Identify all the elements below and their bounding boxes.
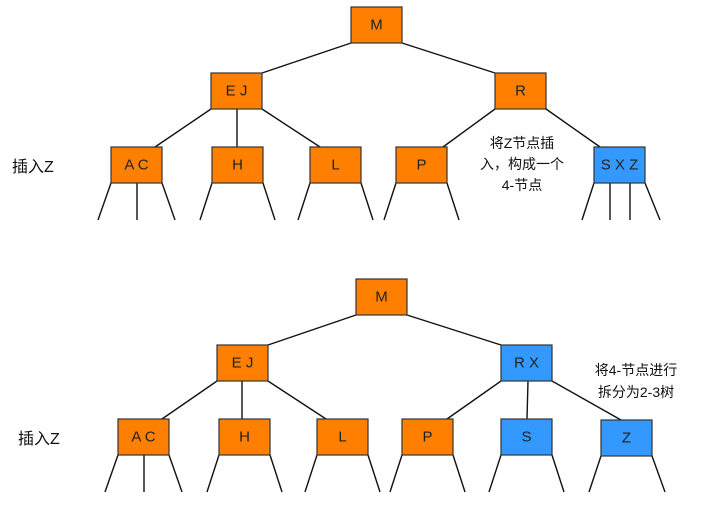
node-box bbox=[494, 72, 547, 110]
top-side-label: 插入Z bbox=[12, 158, 54, 176]
node-label: M bbox=[375, 289, 388, 306]
node-label: P bbox=[422, 429, 432, 446]
tree-edge bbox=[97, 182, 112, 221]
node-label: E J bbox=[232, 355, 254, 372]
tree-edge bbox=[526, 380, 529, 420]
tree-edge bbox=[360, 182, 374, 221]
top-note-line-1: 将Z节点插 bbox=[490, 135, 555, 151]
node-label: A C bbox=[124, 157, 148, 174]
bottom-side-label: 插入Z bbox=[18, 430, 60, 448]
top-node-l: L bbox=[309, 146, 362, 184]
tree-edge bbox=[488, 454, 502, 493]
top-note-line-3: 4-节点 bbox=[502, 177, 542, 193]
tree-edge bbox=[588, 455, 602, 493]
top-node-r: R bbox=[494, 72, 547, 110]
tree-edge bbox=[551, 454, 565, 493]
top-node-m: M bbox=[350, 6, 403, 44]
tree-edge bbox=[406, 314, 502, 346]
node-box bbox=[316, 418, 369, 456]
tree-edge bbox=[297, 182, 311, 221]
top-node-h: H bbox=[211, 146, 264, 184]
tree-edges bbox=[97, 42, 666, 493]
tree-edge bbox=[269, 454, 283, 493]
bottom-node-p: P bbox=[401, 418, 454, 456]
node-label: E J bbox=[226, 83, 248, 100]
node-box bbox=[110, 146, 163, 184]
tree-edge bbox=[199, 182, 213, 221]
node-box bbox=[210, 72, 263, 110]
node-box bbox=[500, 418, 553, 456]
node-box bbox=[500, 344, 553, 382]
node-box bbox=[218, 418, 271, 456]
top-node-p: P bbox=[395, 146, 448, 184]
tree-edge bbox=[104, 454, 119, 493]
node-label: M bbox=[370, 17, 383, 34]
node-box bbox=[600, 419, 653, 457]
tree-edge bbox=[206, 454, 220, 493]
tree-edge bbox=[161, 182, 176, 221]
top-node-ej: E J bbox=[210, 72, 263, 110]
bottom-node-ac: A C bbox=[117, 418, 170, 456]
top-note-line-2: 入，构成一个 bbox=[480, 156, 564, 172]
tree-edge bbox=[168, 454, 183, 493]
tree-edge bbox=[442, 108, 496, 148]
bottom-node-h: H bbox=[218, 418, 271, 456]
tree-edge bbox=[161, 380, 218, 420]
tree-edge bbox=[389, 454, 403, 493]
tree-edge bbox=[304, 454, 318, 493]
tree-edge bbox=[452, 454, 466, 493]
tree-edge bbox=[267, 314, 357, 346]
node-label: S bbox=[521, 429, 531, 446]
node-box bbox=[309, 146, 362, 184]
node-box bbox=[216, 344, 269, 382]
bottom-node-m: M bbox=[355, 278, 408, 316]
node-box bbox=[395, 146, 448, 184]
node-label: L bbox=[338, 429, 346, 446]
tree-edge bbox=[261, 108, 321, 148]
bottom-note-line-1: 将4-节点进行 bbox=[595, 362, 677, 378]
node-box bbox=[117, 418, 170, 456]
tree-edge bbox=[581, 182, 595, 221]
tree-edge bbox=[651, 455, 666, 493]
tree-edge bbox=[401, 42, 496, 74]
top-node-sxz: S X Z bbox=[593, 146, 646, 184]
bottom-node-z: Z bbox=[600, 419, 653, 457]
node-label: Z bbox=[622, 430, 631, 447]
tree-edge bbox=[446, 380, 502, 420]
node-label: S X Z bbox=[601, 157, 639, 174]
bottom-node-l: L bbox=[316, 418, 369, 456]
node-label: L bbox=[331, 157, 339, 174]
node-box bbox=[593, 146, 646, 184]
tree-edge bbox=[367, 454, 381, 493]
tree-edge bbox=[154, 108, 212, 148]
node-box bbox=[355, 278, 408, 316]
tree-edge bbox=[446, 182, 460, 221]
tree-edge bbox=[261, 42, 352, 74]
node-label: R X bbox=[514, 355, 539, 372]
node-label: A C bbox=[131, 429, 155, 446]
tree-edge bbox=[262, 182, 276, 221]
tree-edge bbox=[551, 380, 622, 421]
bottom-node-rx: R X bbox=[500, 344, 553, 382]
tree-edge bbox=[383, 182, 397, 221]
top-node-ac: A C bbox=[110, 146, 163, 184]
tree-edge bbox=[644, 182, 661, 221]
node-label: R bbox=[515, 83, 526, 100]
bottom-node-s: S bbox=[500, 418, 553, 456]
node-box bbox=[211, 146, 264, 184]
node-label: P bbox=[416, 157, 426, 174]
tree-edge bbox=[267, 380, 327, 420]
tree-edge bbox=[545, 108, 601, 148]
bottom-note-line-2: 拆分为2-3树 bbox=[598, 384, 674, 400]
node-label: H bbox=[232, 157, 243, 174]
bottom-node-ej: E J bbox=[216, 344, 269, 382]
node-label: H bbox=[239, 429, 250, 446]
node-box bbox=[350, 6, 403, 44]
node-box bbox=[401, 418, 454, 456]
